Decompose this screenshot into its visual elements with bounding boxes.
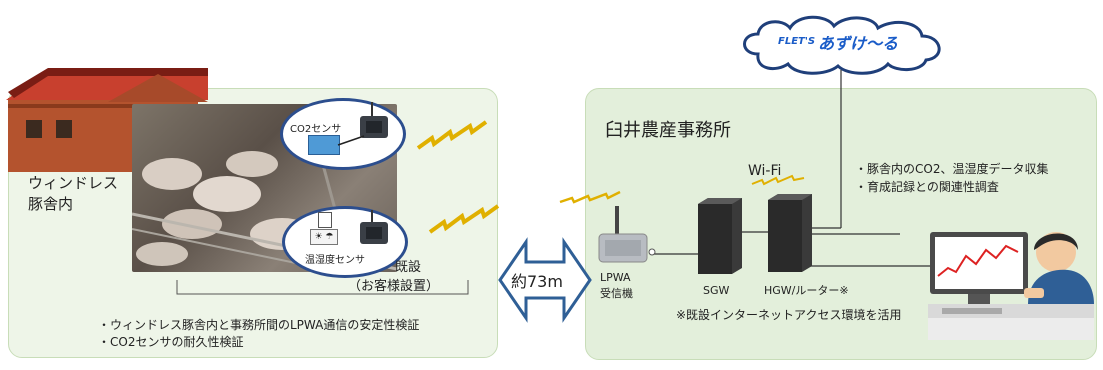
note-line: ・CO2センサの耐久性検証	[98, 335, 244, 349]
server-icon	[698, 198, 742, 274]
purpose-line: ・育成記録との関連性調査	[855, 180, 999, 194]
cloud-name: あずけ〜る	[818, 34, 899, 53]
person-at-computer-icon	[928, 232, 1094, 340]
double-arrow-icon	[498, 237, 592, 323]
sensor-device-icon	[337, 102, 388, 146]
lightning-icon	[559, 190, 621, 204]
office-title: 臼井農産事務所	[605, 120, 731, 141]
barn-label: ウィンドレス 豚舎内	[28, 174, 119, 213]
purpose-line: ・豚舎内のCO2、温湿度データ収集	[855, 162, 1049, 176]
existing-label: 既設	[395, 260, 422, 275]
distance-label: 約73m	[511, 272, 563, 291]
cloud-brand: FLET'S	[778, 36, 816, 47]
note-line: ・ウィンドレス豚舎内と事務所間のLPWA通信の安定性検証	[98, 318, 420, 332]
lightning-icon	[416, 120, 488, 150]
cloud-icon	[743, 15, 941, 75]
hgw-label: HGW/ルーター※	[764, 284, 849, 297]
lpwa-label: LPWA 受信機	[600, 271, 633, 300]
sun-rain-icon: ☀ ☂	[310, 229, 338, 245]
lpwa-receiver-icon	[598, 206, 656, 263]
wifi-signal-icon	[751, 174, 805, 186]
wifi-label: Wi-Fi	[748, 163, 782, 179]
thermometer-icon	[318, 212, 332, 228]
server-icon	[768, 194, 812, 272]
existing-sub-label: （お客様設置）	[348, 279, 440, 294]
bracket-line	[176, 280, 469, 295]
lightning-icon	[428, 204, 500, 234]
footnote: ※既設インターネットアクセス環境を活用	[676, 308, 902, 322]
temp-sensor-label: 温湿度センサ	[305, 255, 365, 266]
co2-sensor-label: CO2センサ	[290, 124, 342, 135]
sgw-label: SGW	[703, 284, 730, 297]
sensor-device-icon	[360, 210, 388, 244]
